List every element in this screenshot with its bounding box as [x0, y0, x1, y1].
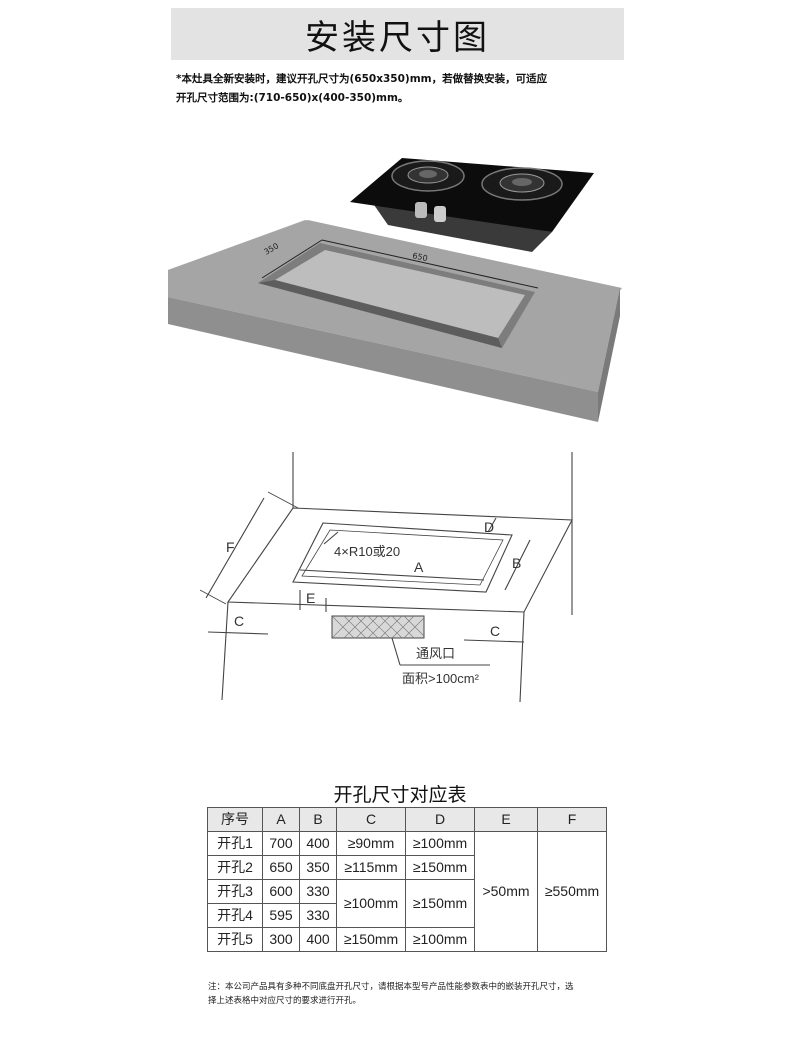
table-row: 开孔2 650 350 ≥115mm ≥150mm	[207, 855, 607, 880]
install-note-line-2: 开孔尺寸范围为:(710-650)x(400-350)mm。	[176, 92, 409, 104]
label-d: D	[484, 519, 494, 535]
cell-d: ≥100mm	[405, 927, 475, 952]
cooktop-install-illustration: 350 650	[168, 158, 622, 422]
cell-d: ≥150mm	[405, 855, 475, 880]
cell-a: 650	[262, 855, 300, 880]
cell-b: 400	[299, 831, 337, 856]
header-a: A	[262, 807, 300, 832]
cell-c-merged: ≥100mm	[336, 879, 406, 928]
vent-area-label: 面积>100cm²	[402, 671, 480, 686]
cell-c: ≥115mm	[336, 855, 406, 880]
cell-b: 350	[299, 855, 337, 880]
cell-a: 700	[262, 831, 300, 856]
cooktop-knobs	[415, 202, 446, 222]
cell-f-merged: ≥550mm	[537, 831, 607, 952]
header-b: B	[299, 807, 337, 832]
countertop-right-edge	[598, 288, 620, 422]
dim-line-width	[261, 239, 323, 279]
install-note-line-1: *本灶具全新安装时，建议开孔尺寸为(650x350)mm，若做替换安装，可适应	[176, 73, 548, 85]
vent-hatch-pattern	[331, 615, 425, 639]
label-e: E	[306, 590, 315, 606]
title-banner: 安装尺寸图	[171, 8, 624, 60]
table-title: 开孔尺寸对应表	[333, 784, 467, 806]
label-a: A	[414, 559, 424, 575]
header-serial: 序号	[207, 807, 263, 832]
cell-c: ≥90mm	[336, 831, 406, 856]
cell-c: ≥150mm	[336, 927, 406, 952]
header-d: D	[405, 807, 475, 832]
burner-right	[481, 167, 563, 201]
footnote-line-2: 择上述表格中对应尺寸的要求进行开孔。	[208, 996, 362, 1006]
cell-a: 300	[262, 927, 300, 952]
footnote-line-1: 注：本公司产品具有多种不同底盘开孔尺寸，请根据本型号产品性能参数表中的嵌装开孔尺…	[208, 982, 574, 992]
cell-id: 开孔3	[207, 879, 263, 904]
cell-b: 330	[299, 879, 337, 904]
table-row: 开孔1 700 400 ≥90mm ≥100mm >50mm ≥550mm	[207, 831, 607, 952]
cell-e-merged: >50mm	[474, 831, 538, 952]
header-e: E	[474, 807, 538, 832]
vent-hatch	[331, 615, 425, 639]
cell-a: 600	[262, 879, 300, 904]
page-title: 安装尺寸图	[305, 17, 490, 58]
install-note: *本灶具全新安装时，建议开孔尺寸为(650x350)mm，若做替换安装，可适应 …	[176, 70, 626, 108]
dim-line-length	[321, 239, 539, 289]
label-corner-radius: 4×R10或20	[334, 544, 400, 559]
burner-left	[391, 160, 465, 192]
cell-id: 开孔4	[207, 903, 263, 928]
cutout-inner-wall	[258, 280, 502, 348]
countertop-front-edge	[168, 297, 598, 422]
cell-id: 开孔1	[207, 831, 263, 856]
table-row: 开孔5 300 400 ≥150mm ≥100mm	[207, 927, 607, 952]
vent-label: 通风口	[416, 646, 455, 661]
label-c-left: C	[234, 613, 244, 629]
cell-id: 开孔2	[207, 855, 263, 880]
cutout-size-table: 序号 A B C D E F 开孔1 700 400 ≥90mm ≥100mm …	[207, 807, 607, 952]
footnote: 注：本公司产品具有多种不同底盘开孔尺寸，请根据本型号产品性能参数表中的嵌装开孔尺…	[208, 980, 608, 1008]
diagram-lines	[199, 452, 573, 703]
cutout-dimension-diagram: F D 4×R10或20 A B E C C 通风口 面积>100cm²	[199, 452, 573, 703]
label-b: B	[512, 555, 521, 571]
cell-b: 330	[299, 903, 337, 928]
table-header-row: 序号 A B C D E F	[207, 807, 607, 832]
cell-d-merged: ≥150mm	[405, 879, 475, 928]
cell-b: 400	[299, 927, 337, 952]
label-c-right: C	[490, 623, 500, 639]
dim-length-label: 650	[412, 251, 429, 263]
cutout-floor	[275, 250, 525, 338]
cell-a: 595	[262, 903, 300, 928]
cell-id: 开孔5	[207, 927, 263, 952]
label-f: F	[226, 539, 235, 555]
header-f: F	[537, 807, 607, 832]
header-c: C	[336, 807, 406, 832]
cell-d: ≥100mm	[405, 831, 475, 856]
